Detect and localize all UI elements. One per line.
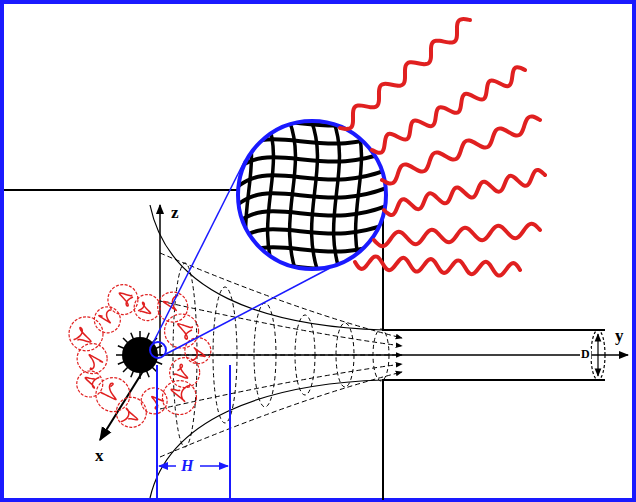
chain-blob — [165, 314, 199, 348]
dimension-label: D — [580, 348, 591, 360]
flow-line — [160, 372, 402, 457]
chain-tail — [372, 67, 525, 153]
chain-coil — [138, 302, 151, 313]
chain-tail — [355, 256, 520, 275]
chain-strand — [311, 120, 321, 280]
chain-blob — [94, 307, 120, 333]
core-arm — [139, 331, 141, 355]
chain-coil — [178, 324, 192, 339]
chain-tail — [382, 116, 540, 183]
axis-label: z — [170, 204, 180, 221]
dimension-label: H — [180, 458, 194, 474]
zoom-line — [153, 160, 245, 343]
chain-blob — [116, 397, 146, 427]
core-arm — [123, 355, 140, 372]
chain-coil — [74, 328, 91, 342]
z-axis — [159, 205, 161, 355]
chain-blob — [77, 344, 107, 374]
core-arm — [118, 355, 140, 364]
chain-coil — [89, 355, 102, 370]
chain-coil — [191, 348, 205, 361]
chain-blob — [108, 285, 138, 315]
chain-coil — [85, 377, 99, 388]
core-arm — [140, 355, 149, 377]
core-arm — [131, 333, 140, 355]
chain-blob — [69, 317, 103, 351]
chain-blob — [158, 292, 188, 322]
core-arm — [139, 355, 141, 379]
chain-tail — [374, 224, 540, 246]
zoom-circle — [238, 121, 386, 269]
core-arm — [116, 354, 140, 356]
chain-strand — [333, 120, 343, 280]
zoom-line — [164, 268, 330, 355]
chain-strand — [289, 120, 299, 280]
axis-label: y — [614, 327, 625, 344]
dimension-line — [156, 365, 158, 500]
chain-blob — [162, 381, 196, 415]
chain-blob — [96, 378, 130, 412]
dimension-line — [229, 365, 231, 500]
chain-tail — [384, 170, 545, 215]
chain-coil — [171, 385, 190, 401]
funnel-lower — [150, 380, 383, 498]
chain-strand — [245, 120, 255, 280]
core-arm — [123, 338, 140, 355]
chain-coil — [174, 364, 187, 378]
chain-coil — [119, 293, 133, 306]
chain-blob — [141, 388, 167, 414]
chain-blob — [77, 371, 103, 397]
zoom-spot — [150, 342, 166, 358]
dimension-arrow — [159, 465, 176, 467]
chain-blob — [170, 358, 200, 388]
chain-coil — [121, 408, 138, 421]
flow-line — [160, 301, 402, 346]
dimension-arrow — [200, 465, 228, 467]
axis-label: x — [94, 447, 105, 464]
chain-coil — [99, 310, 111, 323]
y-axis — [160, 354, 628, 356]
